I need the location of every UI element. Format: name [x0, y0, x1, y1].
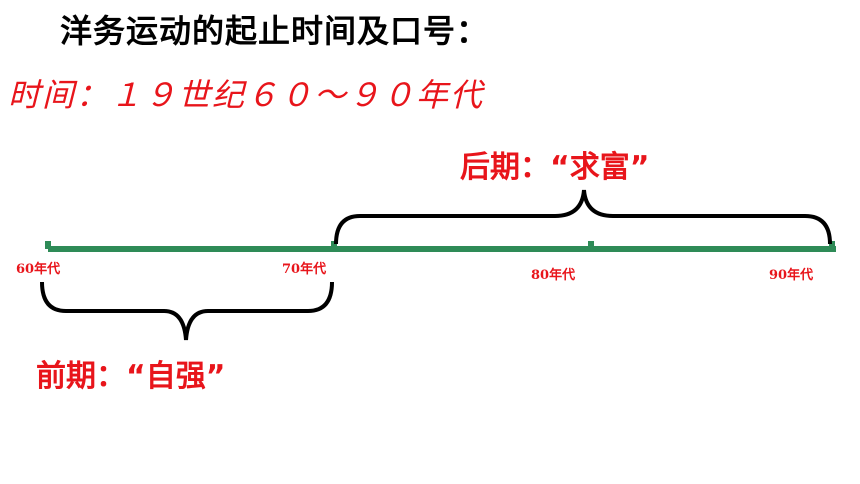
early-phase-label: 前期：“自强”: [36, 359, 226, 394]
tick-label-80s: 80年代: [531, 268, 576, 283]
page-title: 洋务运动的起止时间及口号：: [60, 12, 490, 50]
tick-label-70s: 70年代: [282, 262, 327, 277]
tick-label-90s: 90年代: [769, 268, 814, 283]
late-phase-brace: [334, 189, 832, 245]
tick-80: [588, 241, 594, 249]
time-range-text: 时间：１９世纪６０～９０年代: [8, 76, 485, 114]
late-phase-label: 后期：“求富”: [460, 150, 650, 185]
tick-60: [45, 241, 51, 249]
tick-70: [331, 241, 337, 249]
tick-label-60s: 60年代: [16, 262, 61, 277]
early-phase-brace: [40, 281, 334, 341]
tick-90: [829, 241, 835, 249]
